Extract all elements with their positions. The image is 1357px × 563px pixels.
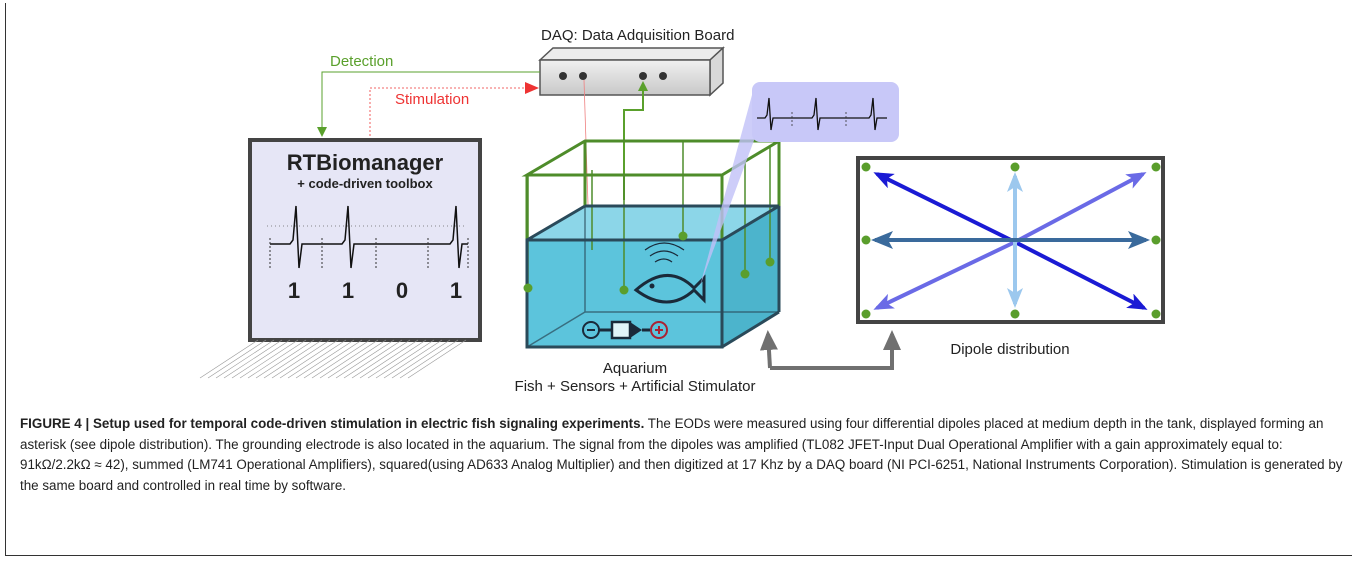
bit-3: 0 xyxy=(396,278,408,303)
detection-path xyxy=(317,71,648,200)
bit-1: 1 xyxy=(288,278,300,303)
stimulator-icon xyxy=(582,320,668,340)
caption-body: The EODs were measured using four differ… xyxy=(20,416,1343,493)
dipole-label: Dipole distribution xyxy=(950,341,1069,358)
rt-monitor xyxy=(199,138,482,379)
rt-title: RTBiomanager xyxy=(287,150,444,175)
rt-subtitle: + code-driven toolbox xyxy=(297,176,433,191)
aquarium-label: Aquarium xyxy=(603,360,667,377)
detection-label: Detection xyxy=(330,53,393,70)
caption-title: FIGURE 4 | Setup used for temporal code-… xyxy=(20,416,645,431)
setup-diagram: DAQ: Data Adquisition Board Detection St… xyxy=(199,27,1165,395)
aquarium-sublabel: Fish + Sensors + Artificial Stimulator xyxy=(515,378,756,395)
dipole-connector xyxy=(759,330,901,370)
figure-caption: FIGURE 4 | Setup used for temporal code-… xyxy=(20,414,1345,496)
daq-label: DAQ: Data Adquisition Board xyxy=(541,27,734,44)
bit-4: 1 xyxy=(450,278,462,303)
stimulation-label: Stimulation xyxy=(395,91,469,108)
signal-zoom-callout xyxy=(700,82,899,286)
daq-board xyxy=(538,46,725,97)
fish-icon xyxy=(633,242,706,304)
bit-2: 1 xyxy=(342,278,354,303)
dipole-panel xyxy=(856,156,1165,324)
figure-frame xyxy=(5,3,1352,556)
